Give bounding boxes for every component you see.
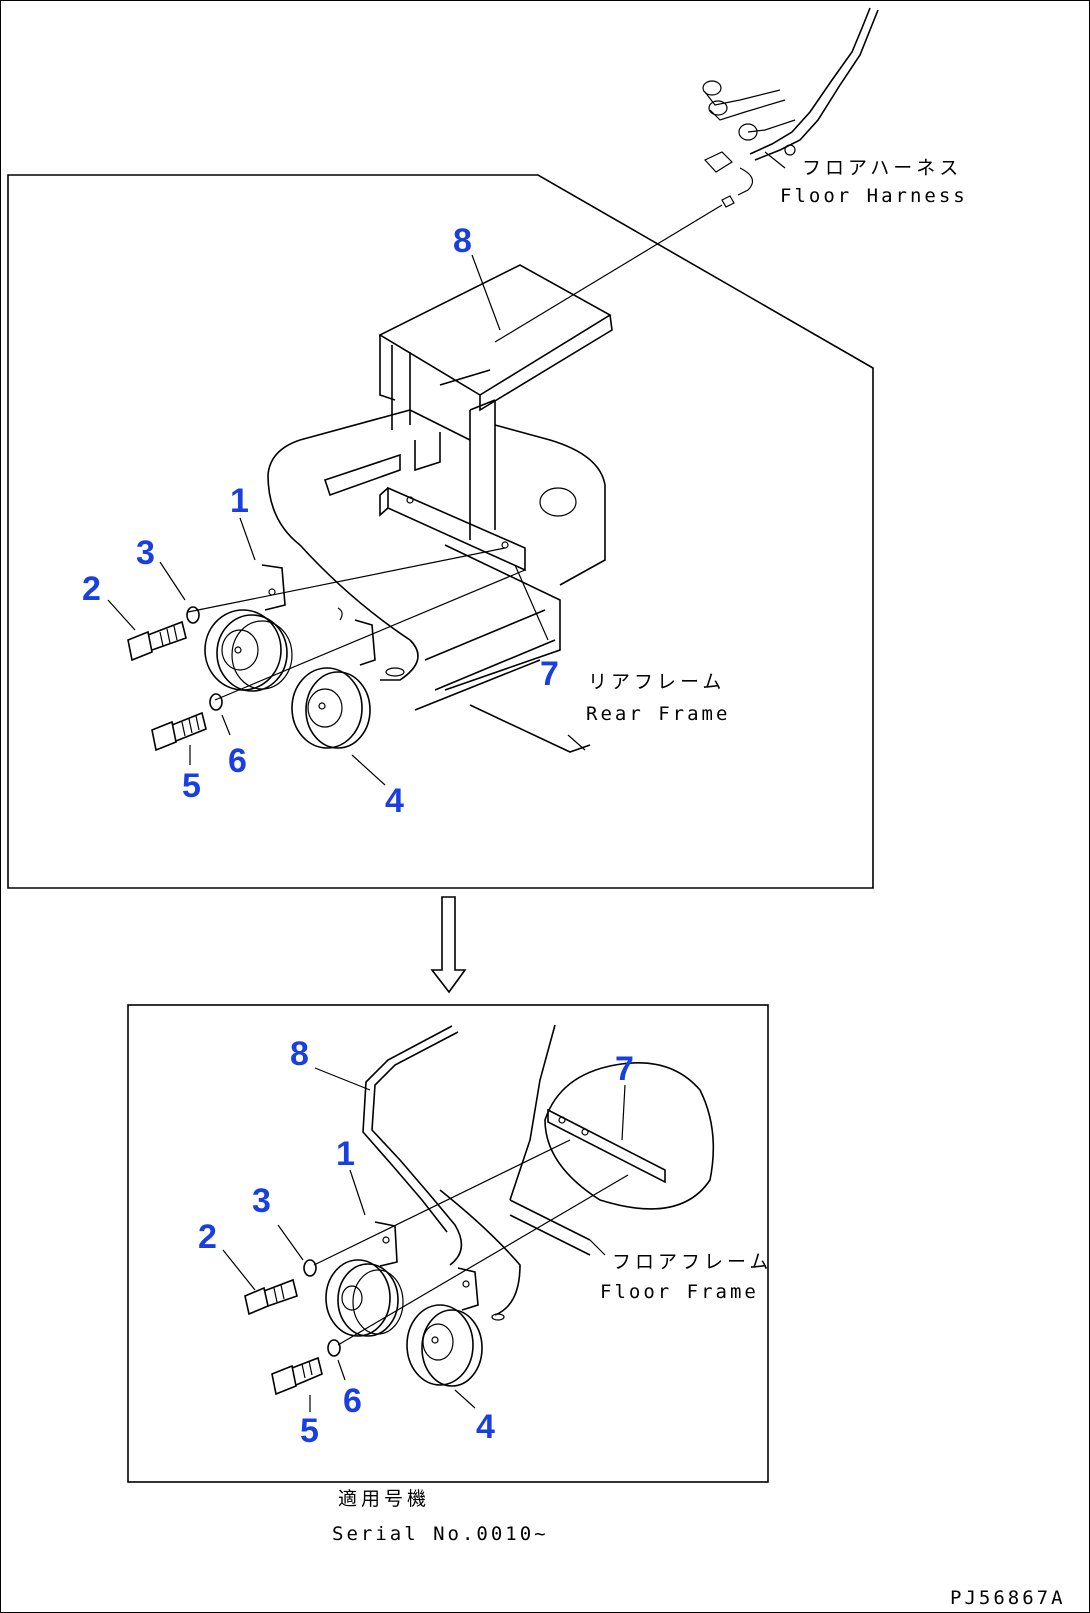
callout-2: 2 [82,570,101,608]
washer-6 [209,693,223,711]
bolt-5-b [271,1356,323,1396]
callout-4-b: 4 [476,1408,495,1446]
callout-6-b: 6 [343,1382,362,1420]
callout-6: 6 [228,742,247,780]
top-detail-frame [7,174,874,889]
washer-3-b [303,1259,317,1277]
callout-3: 3 [136,534,155,572]
callout-1-b: 1 [336,1135,355,1173]
callout-3-b: 3 [252,1182,271,1220]
floor-frame-label-en: Floor Frame [600,1281,759,1303]
floor-frame [509,1024,715,1256]
drawing-code: PJ56867A [950,1587,1066,1609]
floor-frame-label-jp: フロアフレーム [612,1251,772,1273]
horn-2 [291,607,405,749]
floor-harness-label-jp: フロアハーネス [802,157,962,179]
floor-harness-label-en: Floor Harness [780,185,968,207]
callout-5: 5 [182,767,201,805]
horn-1 [204,564,293,692]
rear-frame-label-jp: リアフレーム [588,671,725,693]
rear-frame-label-en: Rear Frame [586,703,730,725]
horn-2-b [406,1267,483,1387]
horn-1-b [325,1221,404,1337]
harness-wire [362,1025,521,1321]
washer-3 [186,606,200,624]
callout-8-b: 8 [290,1035,309,1073]
bolt-2 [127,620,187,662]
callout-1: 1 [230,482,249,520]
washer-6-b [327,1339,341,1357]
serial-label-en: Serial No.0010~ [332,1523,549,1545]
callout-8: 8 [453,222,472,260]
callout-4: 4 [385,782,404,820]
bolt-5 [151,711,207,752]
callout-2-b: 2 [198,1218,217,1256]
serial-label-jp: 適用号機 [338,1488,430,1510]
callout-7: 7 [540,655,559,693]
bottom-detail: 1 2 3 4 5 6 7 8 フロアフレーム Floor Frame [127,1004,772,1483]
callout-7-b: 7 [615,1050,634,1088]
harness-leader [494,204,723,343]
bolt-2-b [244,1278,298,1316]
bottom-detail-frame [127,1004,769,1483]
top-detail: 1 2 3 4 5 6 7 8 フロアハーネス Floor Harness リア… [7,7,968,889]
callout-5-b: 5 [300,1412,319,1450]
floor-harness [702,7,879,208]
change-arrow [430,896,467,994]
